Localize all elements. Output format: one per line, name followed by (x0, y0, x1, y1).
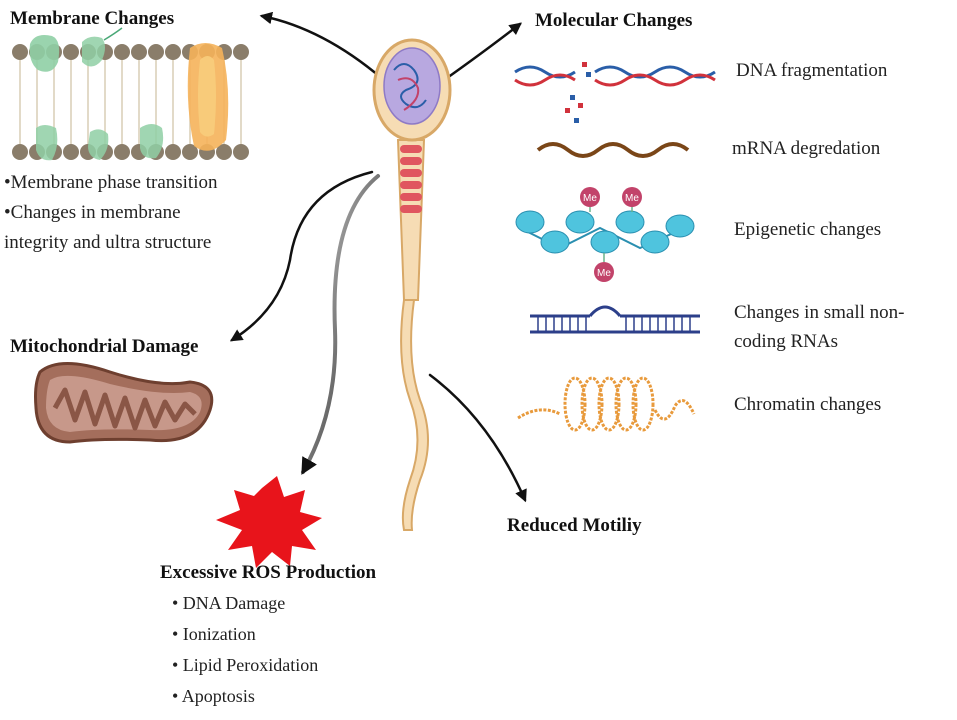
mrna-illustration (536, 142, 690, 158)
ros-bullet-ionization: • Ionization (172, 624, 256, 644)
sperm-cell (372, 38, 452, 531)
reduced-motility-title: Reduced Motiliy (507, 515, 642, 536)
mitochondrion-illustration (34, 362, 214, 444)
ros-star-icon (216, 476, 322, 568)
ros-title: Excessive ROS Production (160, 562, 377, 583)
mrna-degradation-label: mRNA degredation (732, 138, 881, 159)
epigenetic-illustration (515, 187, 695, 282)
methyl-label-1: Me (583, 193, 597, 204)
arrow-to-ros (301, 174, 380, 475)
dna-fragmentation-label: DNA fragmentation (736, 60, 888, 81)
membrane-bullet-2: •Changes in membrane (4, 202, 181, 223)
ros-bullet-dna-damage: • DNA Damage (172, 593, 286, 613)
arrow-to-mito (229, 170, 374, 342)
ncrna-label-line2: coding RNAs (734, 331, 838, 352)
membrane-changes-title: Membrane Changes (10, 8, 175, 29)
epigenetic-changes-label: Epigenetic changes (734, 219, 882, 240)
chromatin-changes-label: Chromatin changes (734, 394, 882, 415)
membrane-bullet-2b: integrity and ultra structure (4, 232, 212, 253)
molecular-changes-title: Molecular Changes (535, 10, 693, 31)
methyl-label-3: Me (597, 268, 611, 279)
methyl-label-2: Me (625, 193, 639, 204)
ros-bullet-apoptosis: • Apoptosis (172, 686, 255, 706)
arrow-to-motility (428, 373, 527, 503)
mitochondrial-damage-title: Mitochondrial Damage (10, 336, 199, 357)
chromatin-illustration (517, 376, 696, 432)
membrane-bilayer (12, 27, 249, 161)
ncrna-illustration (530, 305, 700, 334)
dna-fragment-illustration (514, 62, 716, 123)
ncrna-label-line1: Changes in small non- (734, 302, 905, 323)
methyl-labels: Me Me Me (583, 193, 639, 279)
membrane-bullet-1: •Membrane phase transition (4, 172, 218, 193)
ros-bullet-lipid-peroxidation: • Lipid Peroxidation (172, 655, 319, 675)
